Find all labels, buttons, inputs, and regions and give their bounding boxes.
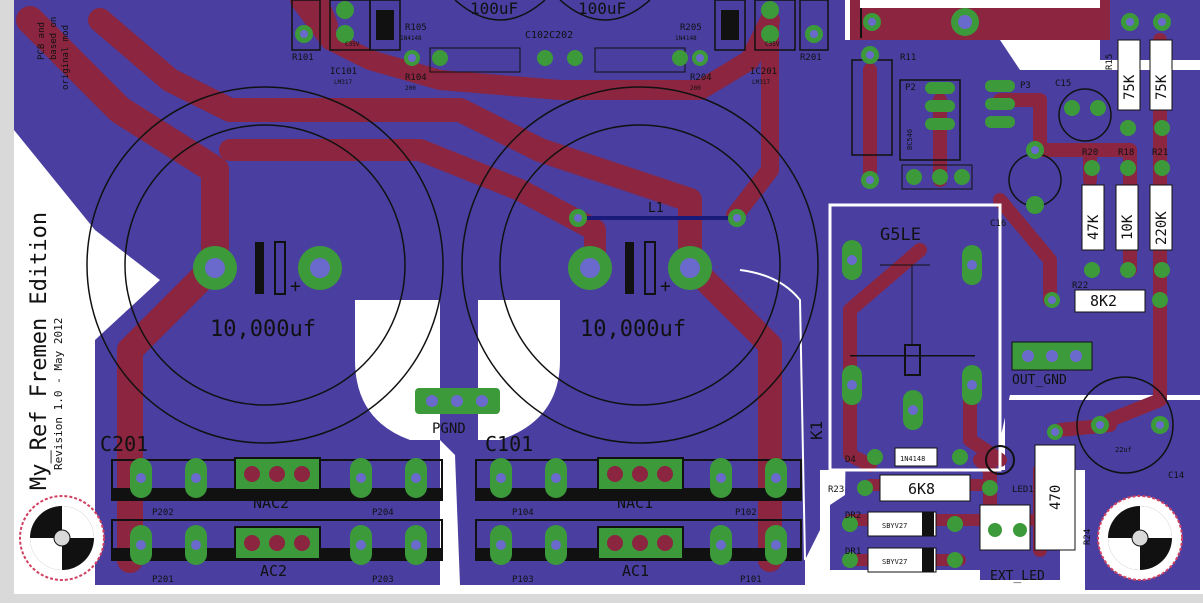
svg-text:P201: P201 — [152, 575, 174, 585]
svg-text:D4: D4 — [845, 455, 856, 465]
svg-text:1N4148: 1N4148 — [400, 35, 422, 42]
svg-text:75K: 75K — [1154, 74, 1170, 100]
svg-text:R18: R18 — [1118, 148, 1134, 158]
svg-text:P103: P103 — [512, 575, 534, 585]
svg-text:R23: R23 — [828, 485, 844, 495]
svg-text:10K: 10K — [1120, 214, 1136, 240]
svg-text:R21: R21 — [1152, 148, 1168, 158]
svg-text:P3: P3 — [1020, 81, 1031, 91]
relay-section — [842, 13, 1174, 573]
svg-text:IC101: IC101 — [330, 67, 357, 77]
svg-text:220K: 220K — [1154, 211, 1170, 245]
board-revision: Revision 1.0 - May 2012 — [52, 318, 65, 470]
svg-text:R204: R204 — [690, 73, 712, 83]
svg-text:22uf: 22uf — [1115, 446, 1132, 454]
nac1-label: NAC1 — [617, 494, 653, 512]
board-note-1: PCB and — [37, 22, 47, 60]
svg-text:P204: P204 — [372, 508, 394, 518]
svg-text:R24: R24 — [1083, 529, 1093, 545]
svg-text:R11: R11 — [900, 53, 916, 63]
svg-text:200: 200 — [690, 85, 701, 92]
svg-text:LED1: LED1 — [1012, 485, 1034, 495]
svg-text:R15: R15 — [1105, 54, 1115, 70]
svg-text:1N4148: 1N4148 — [675, 35, 697, 42]
ext-led-label: EXT_LED — [990, 569, 1045, 584]
svg-text:470: 470 — [1048, 485, 1064, 510]
pgnd-label: PGND — [432, 421, 466, 437]
svg-text:1N4148: 1N4148 — [900, 455, 925, 463]
l1-label: L1 — [648, 201, 664, 216]
k1-label: K1 — [807, 421, 826, 440]
cap-top-right: 100uF — [578, 0, 626, 18]
svg-text:C14: C14 — [1168, 471, 1184, 481]
cap-left-value: 10,000uf — [210, 317, 316, 342]
svg-text:SBYV27: SBYV27 — [882, 558, 907, 566]
svg-text:R104: R104 — [405, 73, 427, 83]
svg-text:6K8: 6K8 — [908, 480, 935, 498]
svg-text:IC201: IC201 — [750, 67, 777, 77]
svg-text:R20: R20 — [1082, 148, 1098, 158]
c102-c202-label: C102C202 — [525, 30, 573, 41]
svg-text:BC546: BC546 — [906, 129, 914, 150]
top-components — [291, 0, 829, 73]
ac2-label: AC2 — [260, 562, 287, 580]
svg-text:R201: R201 — [800, 53, 822, 63]
board-note-3: original mod — [61, 25, 71, 90]
svg-text:P202: P202 — [152, 508, 174, 518]
svg-text:C15: C15 — [1055, 79, 1071, 89]
svg-text:47K: 47K — [1086, 214, 1102, 240]
svg-text:R101: R101 — [292, 53, 314, 63]
svg-text:P102: P102 — [735, 508, 757, 518]
svg-text:SBYV27: SBYV27 — [882, 522, 907, 530]
svg-text:DR2: DR2 — [845, 511, 861, 521]
svg-text:200: 200 — [405, 85, 416, 92]
large-pads — [193, 246, 712, 290]
svg-text:+: + — [290, 276, 301, 297]
silkscreen-text: My_Ref Fremen Edition Revision 1.0 - May… — [27, 0, 1184, 585]
board-note-2: based on — [49, 17, 59, 60]
svg-text:+: + — [660, 276, 671, 297]
main-capacitors-outline — [86, 86, 819, 444]
mounting-hole-right — [1097, 495, 1183, 581]
svg-text:75K: 75K — [1122, 74, 1138, 100]
svg-text:LM317: LM317 — [334, 79, 352, 86]
cap-top-left: 100uF — [470, 0, 518, 18]
svg-text:R205: R205 — [680, 23, 702, 33]
svg-text:C16: C16 — [990, 219, 1006, 229]
svg-text:P104: P104 — [512, 508, 534, 518]
out-gnd-label: OUT_GND — [1012, 373, 1067, 388]
svg-text:R22: R22 — [1072, 281, 1088, 291]
nac2-label: NAC2 — [253, 494, 289, 512]
svg-text:8K2: 8K2 — [1090, 292, 1117, 310]
c201-label: C201 — [100, 432, 148, 456]
c101-label: C101 — [485, 432, 533, 456]
svg-text:C35V: C35V — [765, 41, 780, 48]
svg-text:P101: P101 — [740, 575, 762, 585]
cap-right-value: 10,000uf — [580, 317, 686, 342]
svg-text:P203: P203 — [372, 575, 394, 585]
mounting-hole-left — [19, 495, 105, 581]
svg-text:R105: R105 — [405, 23, 427, 33]
board-title: My_Ref Fremen Edition — [27, 212, 52, 490]
svg-text:C35V: C35V — [345, 41, 360, 48]
svg-text:LM317: LM317 — [752, 79, 770, 86]
svg-text:P2: P2 — [905, 83, 916, 93]
g5le-label: G5LE — [880, 225, 921, 245]
svg-text:DR1: DR1 — [845, 547, 861, 557]
ac1-label: AC1 — [622, 562, 649, 580]
